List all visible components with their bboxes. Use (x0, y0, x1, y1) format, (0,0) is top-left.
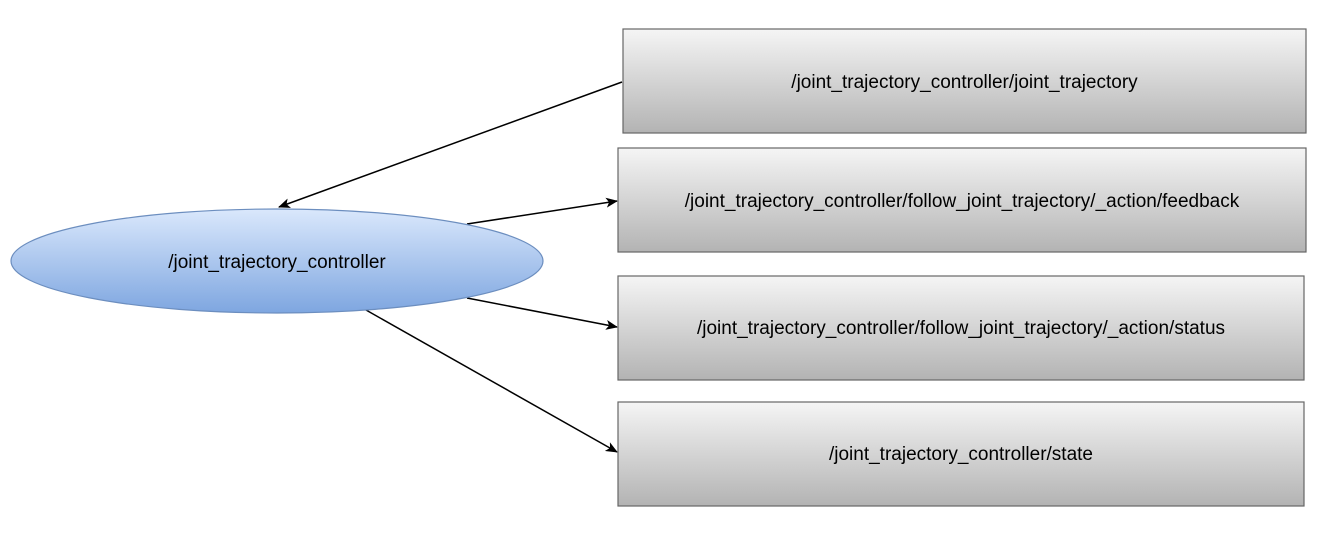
topic-label: /joint_trajectory_controller/follow_join… (685, 191, 1240, 212)
controller-node-ellipse (10, 208, 544, 314)
edges-group (278, 81, 623, 453)
topic-label: /joint_trajectory_controller/state (829, 444, 1093, 465)
topic-box-status[interactable]: /joint_trajectory_controller/follow_join… (617, 275, 1305, 381)
topic-label: /joint_trajectory_controller/joint_traje… (791, 72, 1138, 93)
edge-controller-to-state (365, 309, 618, 453)
controller-node-label: /joint_trajectory_controller (168, 252, 386, 273)
topic-label: /joint_trajectory_controller/follow_join… (697, 318, 1225, 339)
topic-box-rect (617, 401, 1305, 507)
topic-box-feedback[interactable]: /joint_trajectory_controller/follow_join… (617, 147, 1307, 253)
controller-node[interactable]: /joint_trajectory_controller (10, 208, 544, 314)
topic-box-rect (617, 147, 1307, 253)
topic-box-rect (617, 275, 1305, 381)
edge-controller-to-feedback (466, 197, 618, 225)
topic-box-joint-trajectory[interactable]: /joint_trajectory_controller/joint_traje… (622, 28, 1307, 134)
topic-box-state[interactable]: /joint_trajectory_controller/state (617, 401, 1305, 507)
edge-joint-trajectory-to-controller (278, 81, 623, 208)
edge-controller-to-status (466, 297, 618, 330)
topic-box-rect (622, 28, 1307, 134)
